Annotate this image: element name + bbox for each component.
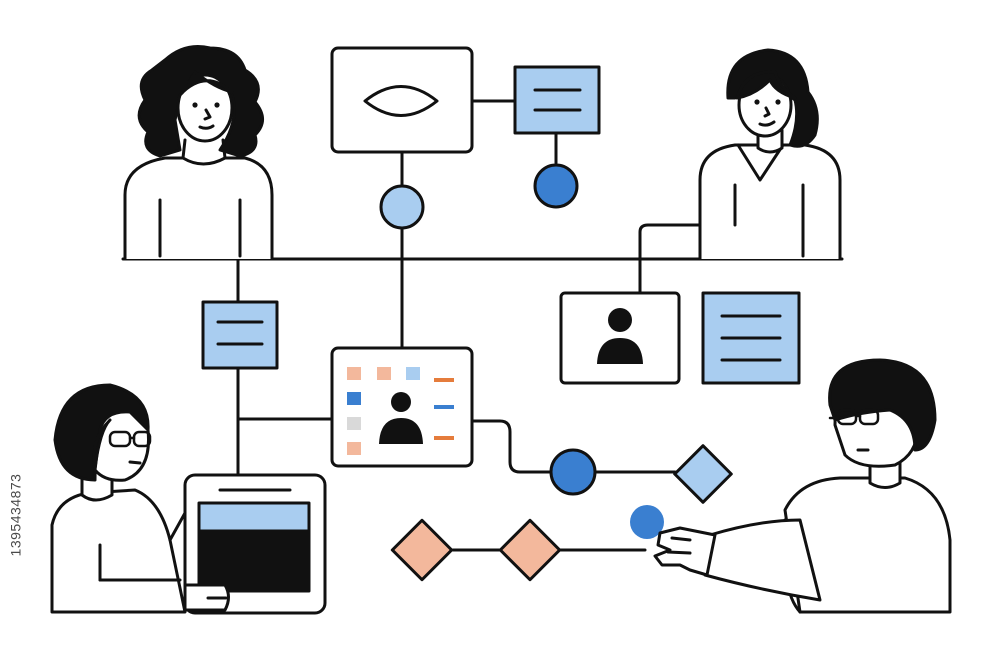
person-icon [597,308,643,364]
diamond-peach-right [498,518,562,582]
woman-ponytail-figure [698,48,842,261]
node-circle-blue-mid [549,448,597,496]
glasses [108,430,152,448]
stock-image-id-text: 1395434873 [7,473,23,557]
eye-card [330,46,474,154]
node-circle-light-blue [379,184,425,230]
glasses [828,408,880,426]
man-hair [828,358,937,452]
tablet-icon [183,473,327,615]
curly-hair [137,45,264,158]
eye-icon [363,85,439,117]
woman-curly-hair-figure [123,45,274,261]
node-circle-blue-top [533,163,579,209]
node-circle-blue-small [630,505,664,539]
document-card-right [701,291,801,385]
profile-card [559,291,681,385]
stock-image-id: 1395434873 [3,420,27,610]
man-pointing-figure [653,358,952,614]
diamond-light-blue [673,444,733,504]
document-card-left [201,300,279,370]
document-card-top [513,65,601,135]
man-arm [703,518,822,602]
person-icon [379,392,423,444]
person-with-tablet-figure [50,383,327,615]
dashboard-panel [330,346,474,468]
diamond-peach-left [390,518,454,582]
